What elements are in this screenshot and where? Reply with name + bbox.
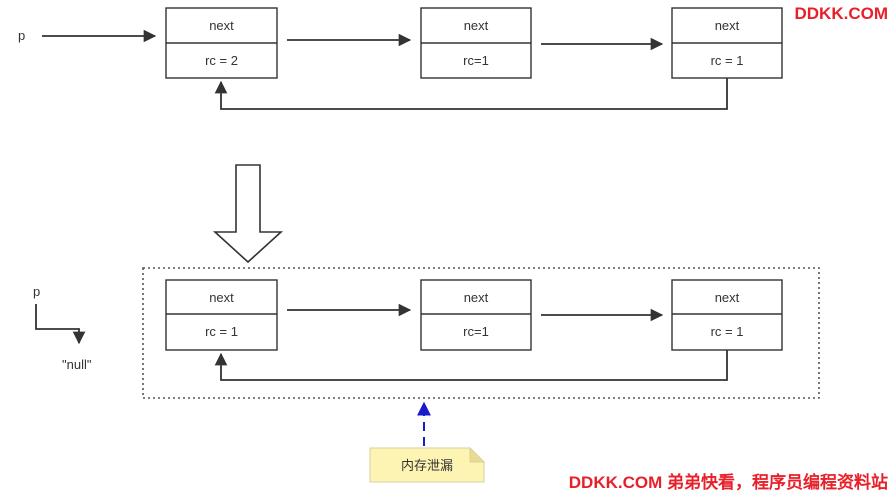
note-label: 内存泄漏 xyxy=(401,458,453,474)
node-next-label: next xyxy=(464,18,489,33)
node-rc-label: rc = 1 xyxy=(711,324,744,339)
node-next-label: next xyxy=(715,290,740,305)
bottom-cycle-arrow xyxy=(214,350,728,381)
top-node-3: next rc = 1 xyxy=(671,7,783,79)
top-node-2: next rc=1 xyxy=(420,7,532,79)
node-rc-label: rc = 1 xyxy=(711,53,744,68)
pointer-label-bottom: p xyxy=(33,284,40,299)
pointer-label-top: p xyxy=(18,28,25,43)
node-rc-label: rc=1 xyxy=(463,324,489,339)
watermark-top: DDKK.COM xyxy=(794,4,889,23)
bottom-node-3: next rc = 1 xyxy=(671,279,783,351)
sticky-note xyxy=(369,447,485,483)
sticky-note-fold xyxy=(469,446,486,463)
bottom-node-1: next rc = 1 xyxy=(165,279,278,351)
top-node-1: next rc = 2 xyxy=(165,7,278,79)
node-next-label: next xyxy=(464,290,489,305)
node-next-label: next xyxy=(209,18,234,33)
transition-down-arrow xyxy=(212,164,284,264)
node-next-label: next xyxy=(715,18,740,33)
node-rc-label: rc=1 xyxy=(463,53,489,68)
bottom-node-2: next rc=1 xyxy=(420,279,532,351)
pointer-arrow-bottom xyxy=(35,304,86,345)
leak-boundary-box xyxy=(142,267,820,399)
null-label: "null" xyxy=(62,357,92,372)
node-rc-label: rc = 2 xyxy=(205,53,238,68)
node-next-label: next xyxy=(209,290,234,305)
node-rc-label: rc = 1 xyxy=(205,324,238,339)
top-cycle-arrow xyxy=(214,78,728,110)
watermark-bottom: DDKK.COM 弟弟快看，程序员编程资料站 xyxy=(568,473,888,492)
